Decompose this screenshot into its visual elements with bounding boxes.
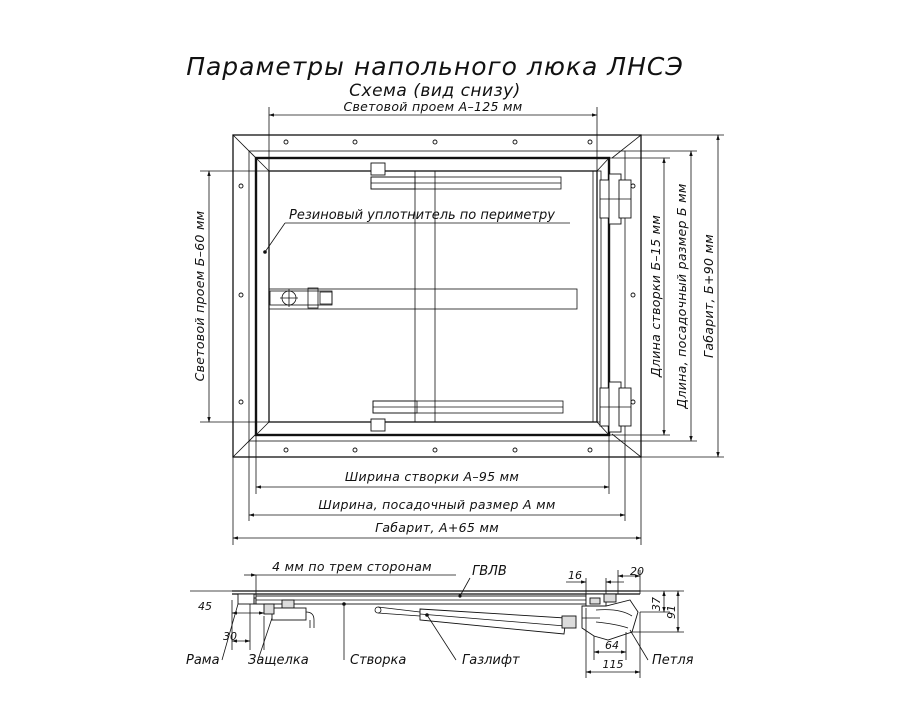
hinge-plan-bottom	[599, 381, 632, 433]
dim-sash-width: Ширина створки A–95 мм	[345, 469, 519, 484]
plan-dimensions: Световой проем A–125 мм Световой проем Б…	[192, 99, 724, 545]
dim-115: 115	[603, 658, 624, 671]
dim-mount-length: Длина, посадочный размер Б мм	[674, 183, 689, 409]
plan-view: Резиновый уплотнитель по периметру	[232, 134, 642, 458]
latch-section	[263, 599, 315, 628]
gap-note: 4 мм по трем сторонам	[272, 559, 432, 574]
dim-37: 37	[650, 597, 663, 611]
gvlv-label: ГВЛВ	[472, 564, 507, 579]
dim-light-opening-height: Световой проем Б–60 мм	[192, 211, 207, 382]
section-view: 4 мм по трем сторонам ГВЛВ 45 30 16 20 3…	[186, 559, 694, 678]
dim-16: 16	[568, 569, 582, 582]
drawing-title: Параметры напольного люка ЛНСЭ	[186, 52, 684, 81]
hinge-label: Петля	[652, 653, 694, 668]
drawing-subtitle: Схема (вид снизу)	[349, 81, 521, 101]
dim-sash-length: Длина створки Б–15 мм	[648, 215, 663, 378]
sash-label: Створка	[350, 653, 406, 668]
latch-label: Защелка	[248, 653, 309, 668]
gaslift-section	[374, 606, 577, 635]
latch-plan	[269, 287, 333, 309]
hinge-plan-top	[599, 173, 632, 225]
gaslift-label: Газлифт	[462, 653, 520, 668]
dim-20: 20	[630, 565, 644, 578]
seal-label: Резиновый уплотнитель по периметру	[289, 208, 555, 223]
frame-label: Рама	[186, 653, 220, 668]
dim-91: 91	[665, 605, 678, 619]
dim-overall-width: Габарит, A+65 мм	[375, 520, 499, 535]
dim-30: 30	[223, 630, 237, 643]
dim-mount-width: Ширина, посадочный размер A мм	[318, 497, 555, 512]
dim-45: 45	[198, 600, 212, 613]
dim-light-opening-width: Световой проем A–125 мм	[343, 99, 522, 114]
dim-64: 64	[605, 639, 619, 652]
dim-overall-length: Габарит, Б+90 мм	[701, 234, 716, 358]
mounting-holes	[238, 139, 636, 453]
